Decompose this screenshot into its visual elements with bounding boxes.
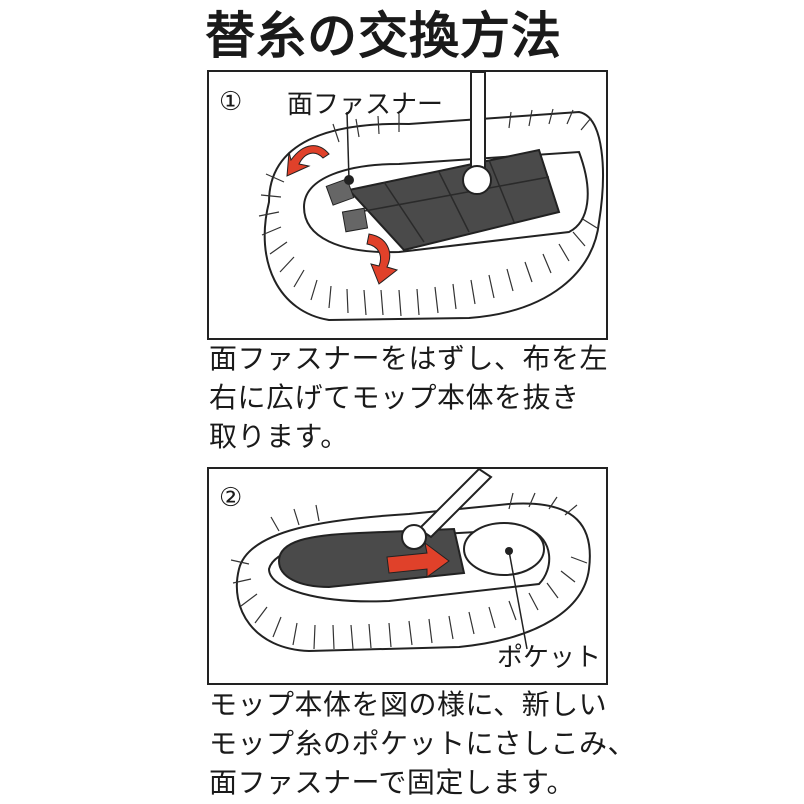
step-1-number: ① <box>219 87 243 117</box>
arrow-left-icon <box>286 145 330 177</box>
fringe-strands <box>230 492 588 650</box>
arrow-down-icon <box>366 233 399 285</box>
step-1-illustration: ① 面ファスナー <box>207 70 608 340</box>
caption-line: 面ファスナーで固定します。 <box>209 766 576 799</box>
mop-handle <box>470 72 486 173</box>
step-2-number: ② <box>219 483 243 513</box>
step-2-caption: モップ本体を図の様に、新しい モップ糸のポケットにさしこみ、 面ファスナーで固定… <box>209 685 636 802</box>
caption-line: 取ります。 <box>209 420 349 453</box>
mop-joint <box>462 165 492 195</box>
mop-handle <box>417 469 493 539</box>
fringe-strands <box>258 108 598 317</box>
mop-joint <box>401 524 427 550</box>
caption-line: モップ糸のポケットにさしこみ、 <box>209 727 636 760</box>
page-title: 替糸の交換方法 <box>205 7 562 65</box>
pocket-callout: ポケット <box>497 643 602 673</box>
step-2-drawing <box>230 469 591 653</box>
step-1-caption: 面ファスナーをはずし、布を左 右に広げてモップ本体を抜き 取ります。 <box>209 339 609 456</box>
caption-line: モップ本体を図の様に、新しい <box>209 688 608 721</box>
step-1-drawing <box>258 72 604 322</box>
step-2-illustration: ② ポケット <box>207 467 608 685</box>
pocket <box>463 522 545 576</box>
caption-line: 面ファスナーをはずし、布を左 <box>209 342 609 375</box>
caption-line: 右に広げてモップ本体を抜き <box>209 381 580 414</box>
fastener-patch <box>341 207 369 233</box>
fastener-callout: 面ファスナー <box>287 90 444 120</box>
fastener-patch <box>325 178 355 206</box>
arrow-right-icon <box>386 541 450 578</box>
